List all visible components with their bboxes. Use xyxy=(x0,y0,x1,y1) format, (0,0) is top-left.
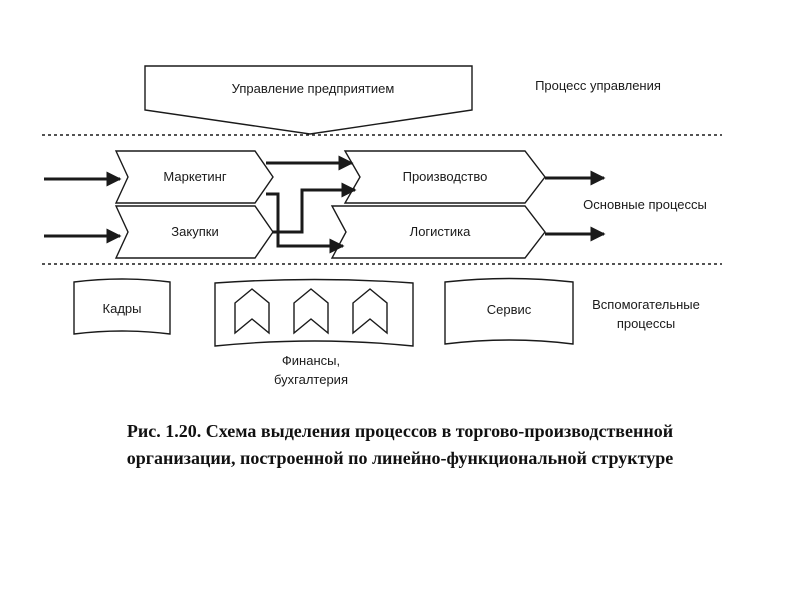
logistics-process xyxy=(330,205,546,259)
logistics-label: Логистика xyxy=(410,224,471,239)
caption-line-1: Рис. 1.20. Схема выделения процессов в т… xyxy=(126,421,674,441)
support-processes-label-line1: Вспомогательные xyxy=(592,297,700,312)
hr-label: Кадры xyxy=(103,301,142,316)
purchasing-process xyxy=(114,205,274,259)
management-block-label: Управление предприятием xyxy=(232,81,395,96)
process-diagram: Управление предприятием Процесс управлен… xyxy=(42,65,722,387)
management-process-label: Процесс управления xyxy=(535,78,661,93)
service-block xyxy=(444,277,574,345)
finance-chevron-1 xyxy=(234,288,270,335)
figure-caption: Рис. 1.20. Схема выделения процессов в т… xyxy=(40,418,760,472)
hr-block xyxy=(73,278,171,335)
caption-line-2: организации, построенной по линейно-функ… xyxy=(126,448,674,468)
main-processes-label: Основные процессы xyxy=(583,197,707,212)
finance-chevron-3 xyxy=(352,288,388,335)
finance-label-line2: бухгалтерия xyxy=(274,372,348,387)
production-process xyxy=(343,150,546,204)
marketing-process xyxy=(114,150,274,204)
finance-label-line1: Финансы, xyxy=(282,353,340,368)
finance-chevron-2 xyxy=(293,288,329,335)
arrow-marketing-to-logistics xyxy=(266,192,345,254)
support-processes-label-line2: процессы xyxy=(617,316,675,331)
arrow-purchasing-to-production xyxy=(272,182,357,234)
management-block xyxy=(144,65,473,135)
production-label: Производство xyxy=(403,169,488,184)
marketing-label: Маркетинг xyxy=(163,169,226,184)
purchasing-label: Закупки xyxy=(171,224,218,239)
service-label: Сервис xyxy=(487,302,532,317)
